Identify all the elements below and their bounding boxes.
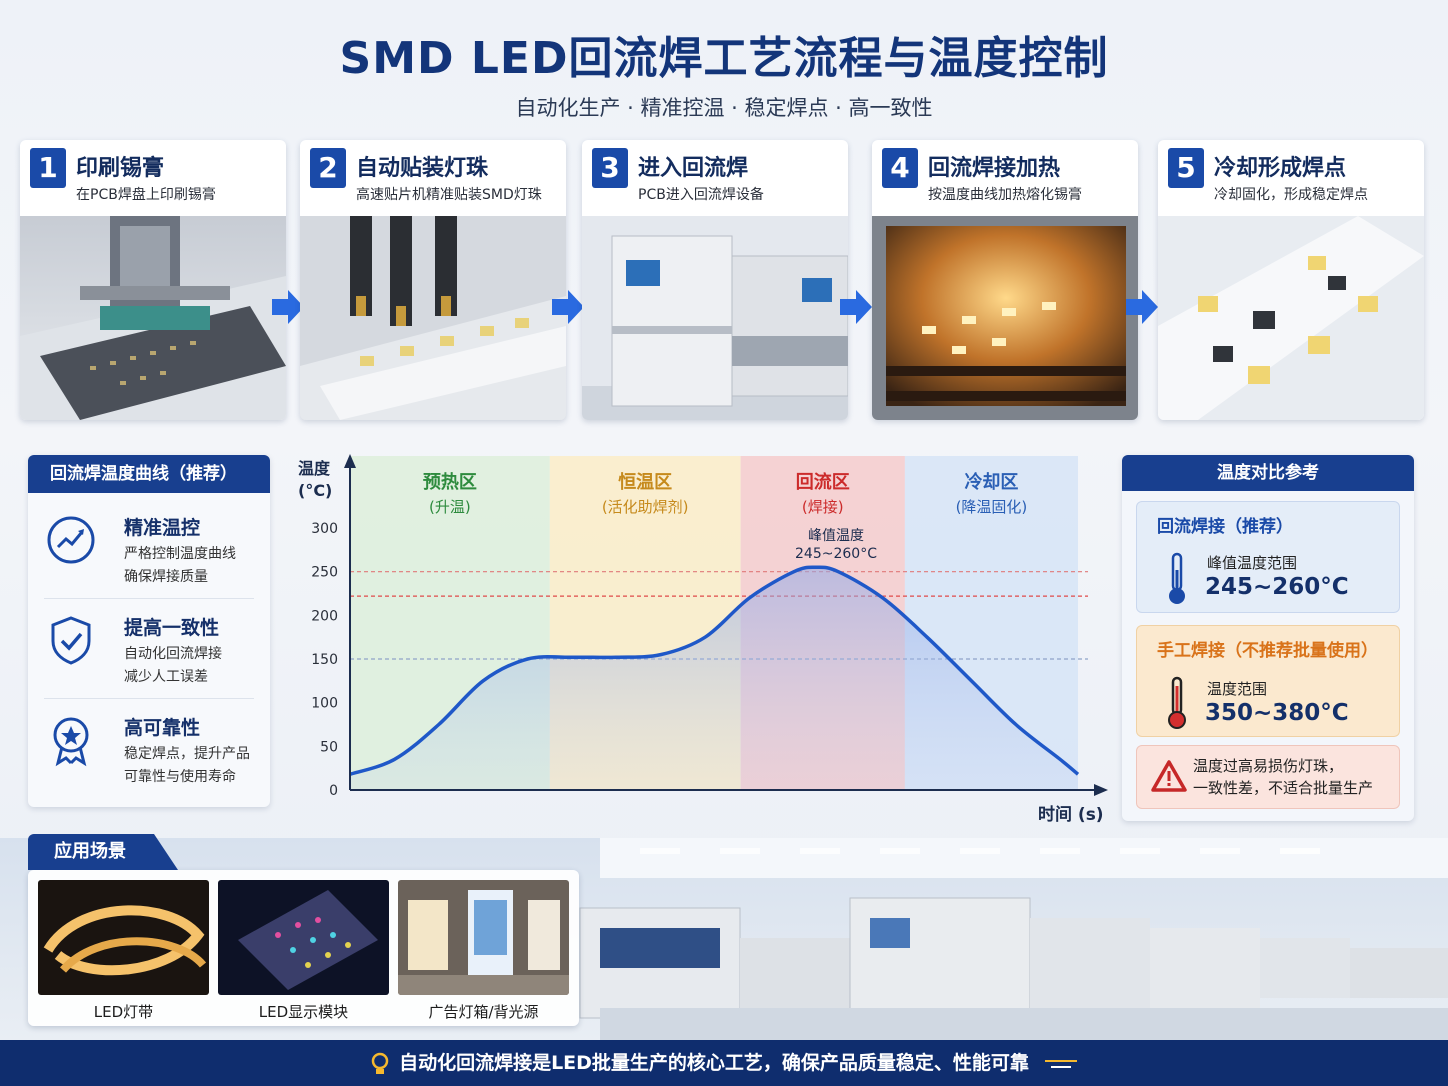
divider [44,598,254,599]
step-description: 在PCB焊盘上印刷锡膏 [76,187,216,203]
y-tick-label: 200 [311,608,338,624]
pick-and-place-image [300,216,566,420]
application-led-display: LED显示模块 [218,880,389,1022]
y-axis-unit: (°C) [298,481,332,500]
warning-box: 温度过高易损伤灯珠， 一致性差，不适合批量生产 [1136,745,1400,809]
y-tick-label: 100 [311,696,338,712]
applications-heading: 应用场景 [28,834,178,870]
arrow-right-icon [272,290,304,324]
step-description: 高速贴片机精准贴装SMD灯珠 [356,187,542,203]
step-number: 1 [30,148,66,188]
footer-text: 自动化回流焊接是LED批量生产的核心工艺，确保产品质量稳定、性能可靠 [399,1052,1029,1074]
warning-icon [1151,760,1187,792]
x-axis-label: 时间 (s) [1038,804,1104,825]
manual-reference-box: 手工焊接（不推荐批量使用） 温度范围 350~380°C [1136,625,1400,737]
feature-description: 稳定焊点，提升产品 可靠性与使用寿命 [124,746,250,785]
step-number: 5 [1168,148,1204,188]
reference-label: 温度范围 [1207,680,1268,698]
finished-pcb-image [1158,216,1424,420]
peak-label: 峰值温度 [808,528,864,544]
lightbulb-icon [371,1052,389,1074]
y-tick-label: 0 [329,783,338,799]
panel-heading: 回流焊温度曲线（推荐） [28,455,270,493]
peak-value: 245~260°C [795,546,877,562]
temperature-curve-panel: 回流焊温度曲线（推荐） 精准温控 严格控制温度曲线 确保焊接质量 提高一致性 自… [28,455,270,807]
y-axis-arrow [344,454,356,468]
divider [44,698,254,699]
step-title: 冷却形成焊点 [1214,156,1347,181]
arrow-right-icon [552,290,584,324]
reference-title: 回流焊接（推荐） [1157,517,1293,537]
application-label: LED显示模块 [258,1003,349,1021]
zone-sublabel: (活化助焊剂) [602,498,689,516]
reference-label: 峰值温度范围 [1207,554,1298,572]
led-strip-image [38,880,209,995]
x-axis-arrow [1094,784,1108,796]
temperature-comparison-panel: 温度对比参考 回流焊接（推荐） 峰值温度范围 245~260°C 手工焊接（不推… [1122,455,1414,821]
led-display-module-image [218,880,389,995]
reflow-reference-box: 回流焊接（推荐） 峰值温度范围 245~260°C [1136,501,1400,613]
award-badge-icon [53,717,89,767]
y-tick-label: 300 [311,521,338,537]
zone-label: 冷却区 [964,471,1018,493]
process-steps: 1 印刷锡膏 在PCB焊盘上印刷锡膏 2 自动贴装灯珠 高速贴片机精准贴 [20,140,1428,420]
zone-sublabel: (升温) [429,498,471,516]
y-axis-label: 温度 [297,459,331,478]
step-description: 冷却固化，形成稳定焊点 [1214,187,1368,203]
step-card-4: 4 回流焊接加热 按温度曲线加热熔化锡膏 [872,140,1138,420]
page-subtitle: 自动化生产 · 精准控温 · 稳定焊点 · 高一致性 [515,96,933,120]
reference-value: 350~380°C [1205,700,1349,726]
reflow-oven-image [582,216,848,420]
application-label: LED灯带 [93,1003,154,1021]
step-description: 按温度曲线加热熔化锡膏 [928,187,1082,203]
feature-title: 高可靠性 [124,717,201,739]
arrow-right-icon [1126,290,1158,324]
y-tick-label: 50 [320,739,338,755]
stencil-printer-image [20,216,286,420]
curve-area [350,567,1078,790]
thermometer-red-icon [1168,676,1186,729]
feature-title: 提高一致性 [124,617,220,639]
zone-label: 预热区 [423,471,477,493]
shield-check-icon [51,616,91,665]
step-card-5: 5 冷却形成焊点 冷却固化，形成稳定焊点 [1158,140,1424,420]
panel-heading: 温度对比参考 [1122,455,1414,491]
footer-banner: 自动化回流焊接是LED批量生产的核心工艺，确保产品质量稳定、性能可靠 [0,1040,1448,1086]
reference-value: 245~260°C [1205,574,1349,600]
arrow-right-icon [840,290,872,324]
thermometer-blue-icon [1169,552,1185,604]
step-card-3: 3 进入回流焊 PCB进入回流焊设备 [582,140,848,420]
step-number: 3 [592,148,628,188]
reflow-heating-image [872,216,1138,420]
feature-description: 自动化回流焊接 减少人工误差 [124,646,222,685]
application-led-strip: LED灯带 [38,880,209,1022]
zone-label: 回流区 [796,471,850,493]
step-title: 自动贴装灯珠 [356,156,489,181]
zone-sublabel: (降温固化) [956,498,1028,516]
y-tick-label: 250 [311,565,338,581]
temperature-curve-line [349,565,1080,776]
step-title: 回流焊接加热 [928,156,1061,181]
application-lightbox: 广告灯箱/背光源 [398,880,569,1022]
step-card-2: 2 自动贴装灯珠 高速贴片机精准贴装SMD灯珠 [300,140,566,420]
feature-title: 精准温控 [124,517,201,539]
feature-description: 严格控制温度曲线 确保焊接质量 [124,546,236,585]
y-tick-label: 150 [311,652,338,668]
chart-trend-icon [47,516,95,564]
decoration-lines-icon [1044,1059,1077,1068]
reflow-temperature-chart: 预热区 (升温) 恒温区 (活化助焊剂) 回流区 (焊接) 冷却区 (降温固化) 0 50 100… [297,454,1108,825]
step-number: 4 [882,148,918,188]
step-number: 2 [310,148,346,188]
zone-sublabel: (焊接) [802,498,844,516]
step-description: PCB进入回流焊设备 [638,187,764,203]
step-title: 进入回流焊 [638,156,749,181]
application-label: 广告灯箱/背光源 [428,1003,539,1021]
warning-text: 温度过高易损伤灯珠， 一致性差，不适合批量生产 [1193,757,1374,797]
reference-title: 手工焊接（不推荐批量使用） [1157,641,1378,661]
page-title: SMD LED回流焊工艺流程与温度控制 [339,33,1109,84]
advertising-lightbox-image [398,880,569,995]
step-card-1: 1 印刷锡膏 在PCB焊盘上印刷锡膏 [20,140,286,420]
step-title: 印刷锡膏 [76,156,165,181]
zone-label: 恒温区 [618,471,672,493]
